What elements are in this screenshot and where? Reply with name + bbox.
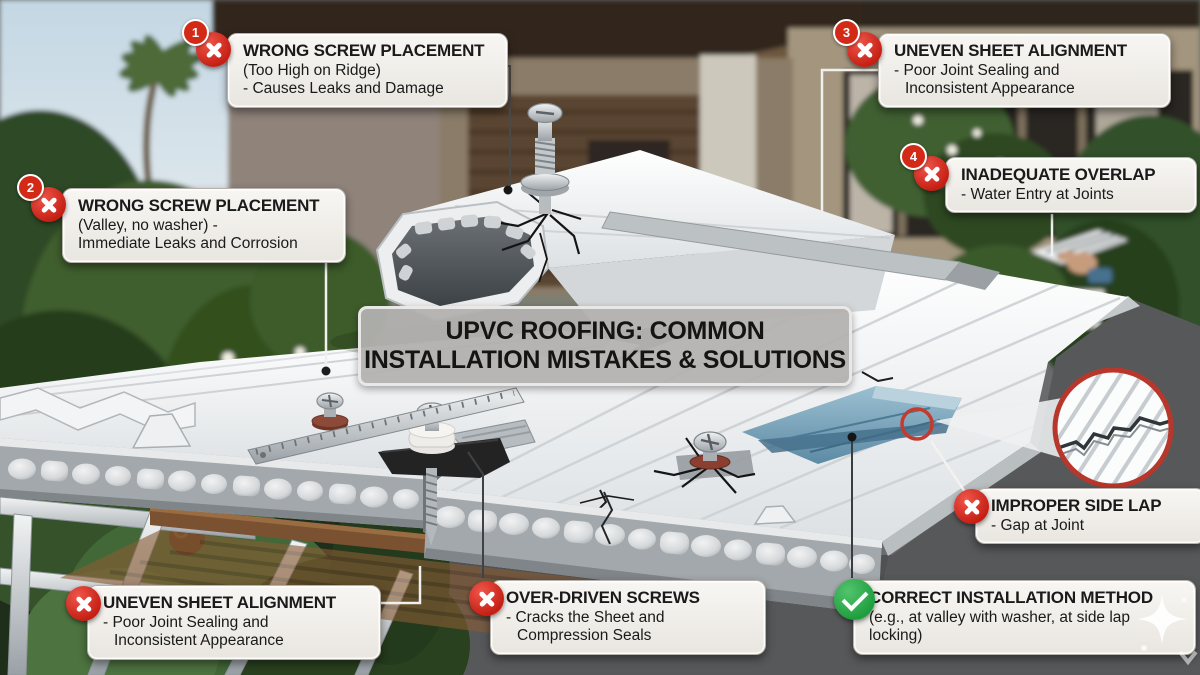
callout-line: - Poor Joint Sealing and — [103, 613, 269, 631]
title-panel: UPVC ROOFING: COMMON INSTALLATION MISTAK… — [358, 306, 852, 386]
leader-lines — [314, 65, 1054, 605]
cross-section-left — [0, 438, 432, 529]
callout-line: Inconsistent Appearance — [114, 632, 284, 650]
valley-screw-red-washer — [311, 392, 349, 431]
ridge-screw — [520, 102, 570, 214]
callout-heading: WRONG SCREW PLACEMENT — [243, 41, 485, 60]
callout-line: - Water Entry at Joints — [961, 185, 1114, 203]
callout-heading: OVER-DRIVEN SCREWS — [506, 588, 700, 607]
callout-heading: INADEQUATE OVERLAP — [961, 165, 1156, 184]
callout-correct-installation: CORRECT INSTALLATION METHOD (e.g., at va… — [834, 579, 1196, 655]
hollow-cells — [396, 214, 536, 281]
callout-line: Immediate Leaks and Corrosion — [78, 235, 298, 253]
callout-wrong-screw-valley: 2 WRONG SCREW PLACEMENT (Valley, no wash… — [17, 174, 346, 263]
callout-heading: UNEVEN SHEET ALIGNMENT — [103, 593, 336, 612]
callout-line: - Gap at Joint — [991, 516, 1085, 534]
hand-with-flashing — [1032, 230, 1128, 283]
x-circle-icon — [469, 581, 504, 616]
callout-overdriven-screws: OVER-DRIVEN SCREWS - Cracks the Sheet an… — [469, 580, 766, 655]
check-circle-icon — [834, 579, 875, 620]
number-badge-2: 2 — [17, 174, 44, 201]
side-lap-rib — [131, 413, 192, 449]
title-line-2: INSTALLATION MISTAKES & SOLUTIONS — [364, 346, 846, 374]
callout-heading: CORRECT INSTALLATION METHOD — [869, 588, 1153, 607]
leader-line — [467, 451, 484, 578]
callout-line: (e.g., at valley with washer, at side la… — [869, 608, 1131, 626]
number-badge-3: 3 — [833, 19, 860, 46]
callout-line: (Valley, no washer) - — [78, 216, 218, 234]
callout-heading: IMPROPER SIDE LAP — [991, 496, 1162, 515]
callout-line: Compression Seals — [517, 627, 652, 645]
number-badge-1: 1 — [182, 19, 209, 46]
number-badge-4: 4 — [900, 143, 927, 170]
callout-line: - Poor Joint Sealing and — [894, 61, 1060, 79]
x-circle-icon — [954, 489, 989, 524]
callout-uneven-alignment-top: 3 UNEVEN SHEET ALIGNMENT - Poor Joint Se… — [833, 19, 1171, 108]
corrugated-edge — [0, 387, 196, 433]
overdriven-screw — [653, 431, 756, 494]
leader-line — [820, 68, 878, 212]
back-edge-flashing — [601, 211, 1000, 290]
callout-line: Inconsistent Appearance — [905, 80, 1075, 98]
callout-inadequate-overlap: 4 INADEQUATE OVERLAP - Water Entry at Jo… — [900, 143, 1197, 214]
x-circle-icon — [66, 586, 101, 621]
callout-line: - Cracks the Sheet and — [506, 608, 665, 626]
callout-line: - Causes Leaks and Damage — [243, 80, 444, 98]
callout-improper-side-lap: IMPROPER SIDE LAP - Gap at Joint — [954, 488, 1200, 545]
callout-wrong-screw-ridge: 1 WRONG SCREW PLACEMENT (Too High on Rid… — [182, 19, 508, 108]
callout-line: locking) — [869, 627, 923, 645]
callout-uneven-alignment-bottom: UNEVEN SHEET ALIGNMENT - Poor Joint Seal… — [66, 585, 381, 660]
ruler — [247, 387, 525, 465]
leader-line — [929, 440, 969, 496]
callout-line: (Too High on Ridge) — [243, 61, 381, 79]
title-line-1: UPVC ROOFING: COMMON — [445, 317, 765, 345]
callout-heading: WRONG SCREW PLACEMENT — [78, 196, 320, 215]
overdriven-cracks — [653, 437, 756, 494]
magnifier-inset-icon — [934, 367, 1174, 489]
callout-heading: UNEVEN SHEET ALIGNMENT — [894, 41, 1127, 60]
side-lap-marker — [900, 407, 934, 441]
